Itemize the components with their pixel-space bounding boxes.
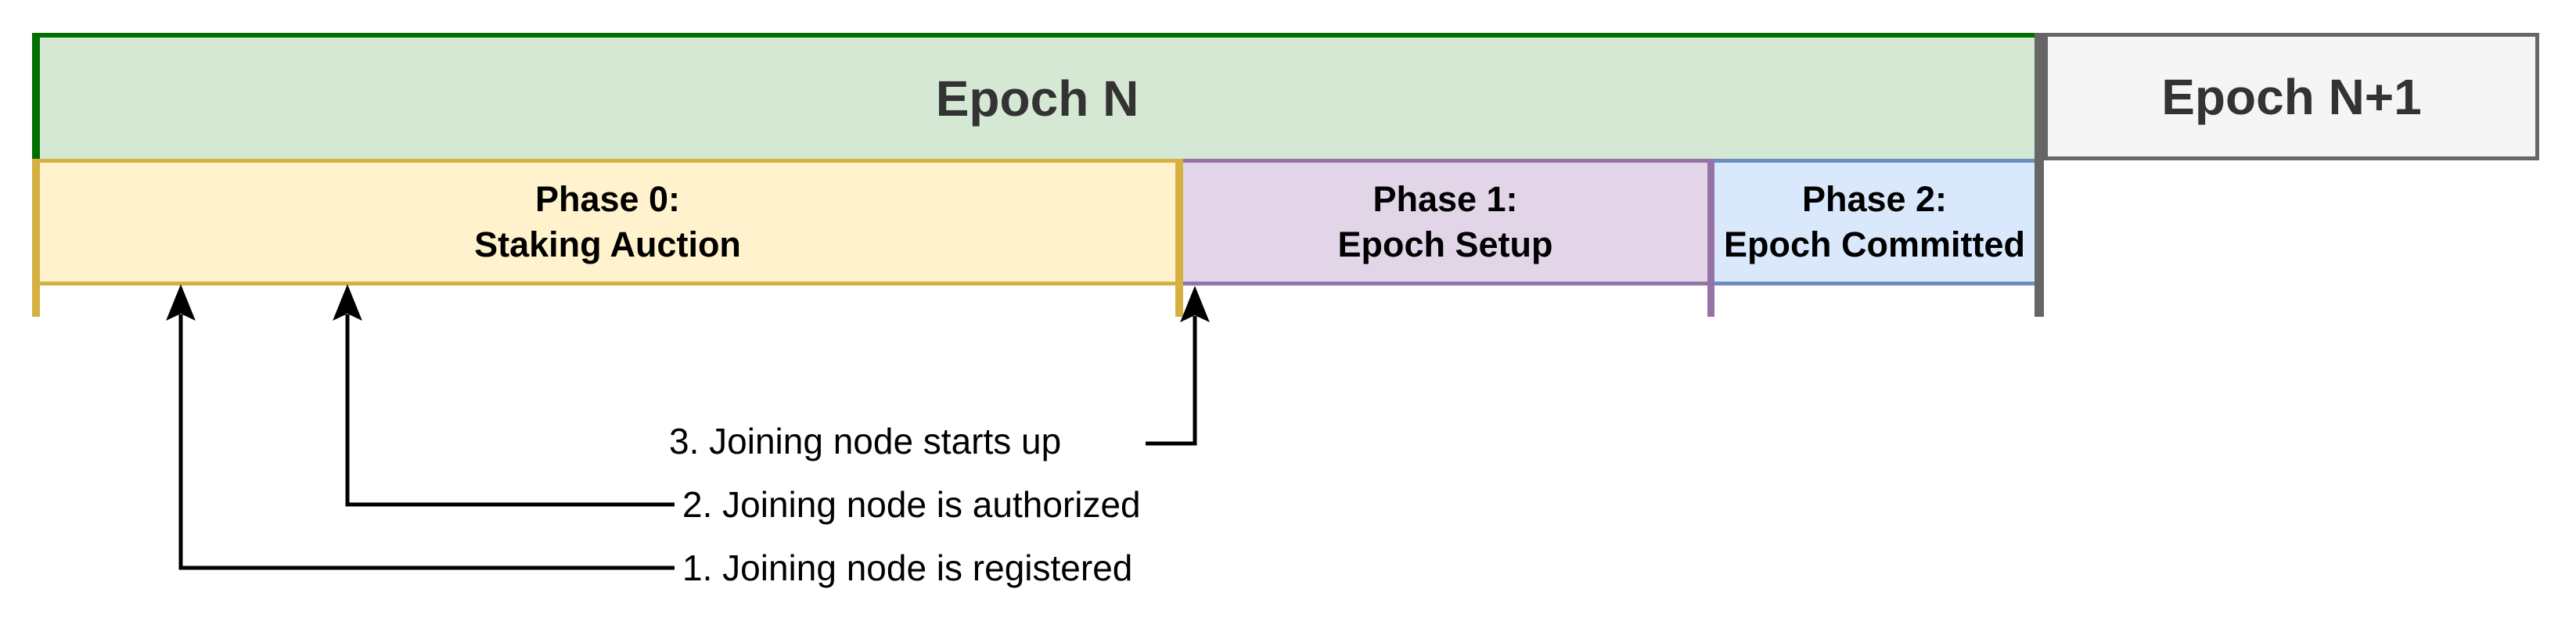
epoch-n-label: Epoch N xyxy=(935,70,1139,127)
event-3-label: 3. Joining node starts up xyxy=(669,421,1062,461)
phase-1-title: Phase 1: xyxy=(1373,179,1518,219)
phase-0-left-edge-bar xyxy=(32,159,40,317)
phase-0-title: Phase 0: xyxy=(534,179,681,219)
epoch-n-box: Epoch N xyxy=(40,33,2035,159)
event-1-label: 1. Joining node is registered xyxy=(682,548,1133,588)
event-1-connector-line xyxy=(178,314,675,570)
event-2-label: 2. Joining node is authorized xyxy=(682,484,1141,525)
event-3-connector-line xyxy=(1146,316,1197,446)
epoch-n1-label: Epoch N+1 xyxy=(2161,68,2422,125)
phase-0-subtitle: Staking Auction xyxy=(474,224,741,264)
event-1-arrowhead-icon xyxy=(166,284,196,321)
phase-1-right-edge-bar xyxy=(1707,159,1714,317)
epoch-n1-box: Epoch N+1 xyxy=(2044,33,2539,160)
event-3-arrowhead-icon xyxy=(1180,285,1210,322)
epoch-n-left-edge-bar xyxy=(32,33,40,159)
phase-2-title: Phase 2: xyxy=(1801,179,1948,219)
phase-2-box: Phase 2: Epoch Committed xyxy=(1714,159,2035,285)
event-2-connector-line xyxy=(345,314,675,507)
phase-0-box: Phase 0: Staking Auction xyxy=(40,159,1175,285)
phase-0-right-edge-bar xyxy=(1175,159,1183,317)
event-2-arrowhead-icon xyxy=(333,284,362,321)
epoch-boundary-divider xyxy=(2035,33,2044,317)
phase-2-subtitle: Epoch Committed xyxy=(1723,224,2025,264)
phase-1-box: Phase 1: Epoch Setup xyxy=(1183,159,1707,285)
phase-1-subtitle: Epoch Setup xyxy=(1337,224,1553,264)
